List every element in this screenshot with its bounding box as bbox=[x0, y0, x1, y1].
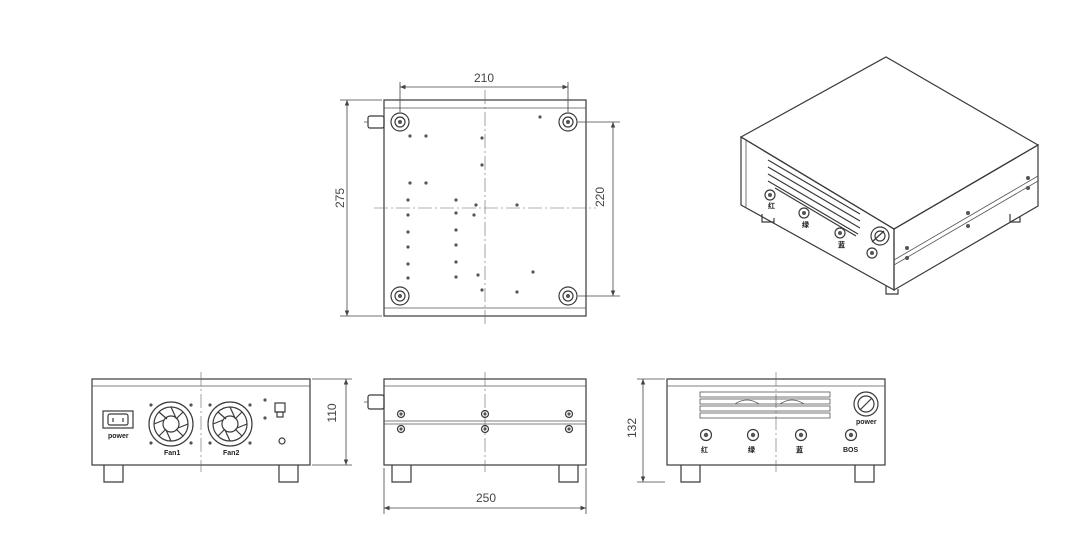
dim-label-132: 132 bbox=[625, 418, 639, 438]
rear-port-1: 红 bbox=[699, 428, 713, 454]
dim-front-height: 110 bbox=[312, 378, 352, 466]
top-view-screw-holes bbox=[406, 115, 542, 294]
rear-port-2: 绿 bbox=[746, 428, 760, 454]
rear-port-3: 蓝 bbox=[794, 428, 808, 454]
dim-top-inner: 220 bbox=[578, 121, 620, 297]
rear-foot-right bbox=[854, 465, 875, 483]
dim-label-275: 275 bbox=[333, 188, 347, 208]
front-foot-right bbox=[278, 465, 299, 483]
iso-feet bbox=[761, 214, 1021, 295]
dim-top-width: 210 bbox=[399, 71, 569, 112]
svg-text:BOS: BOS bbox=[843, 447, 859, 454]
dim-top-depth: 275 bbox=[333, 99, 382, 317]
dim-rear-height: 132 bbox=[625, 378, 665, 483]
rear-port-4: BOS bbox=[843, 428, 859, 454]
side-knob bbox=[364, 394, 385, 410]
fan1-label: Fan1 bbox=[164, 450, 180, 457]
front-power-label: power bbox=[108, 433, 129, 440]
dim-label-210: 210 bbox=[474, 71, 494, 85]
front-view: power Fan1 Fan2 bbox=[91, 372, 352, 483]
svg-text:红: 红 bbox=[701, 445, 708, 454]
side-foot-right bbox=[558, 465, 579, 483]
svg-text:蓝: 蓝 bbox=[838, 240, 845, 249]
isometric-view: 红 绿 蓝 bbox=[739, 56, 1040, 295]
iso-vent-slots bbox=[767, 159, 861, 237]
iso-right-face bbox=[893, 143, 1039, 292]
fan2-label: Fan2 bbox=[223, 450, 239, 457]
iso-port-2: 绿 bbox=[798, 207, 810, 229]
rear-foot-left bbox=[680, 465, 701, 483]
foot-top-left bbox=[390, 112, 410, 132]
foot-top-right bbox=[558, 112, 578, 132]
foot-bottom-left bbox=[390, 286, 410, 306]
dim-side-width: 250 bbox=[383, 468, 587, 514]
fan2: Fan2 bbox=[207, 401, 253, 457]
svg-text:红: 红 bbox=[768, 201, 775, 210]
svg-text:蓝: 蓝 bbox=[796, 445, 803, 454]
iso-power-knob bbox=[866, 226, 890, 259]
svg-text:绿: 绿 bbox=[802, 220, 810, 229]
iso-port-1: 红 bbox=[764, 189, 776, 210]
rear-power-label: power bbox=[856, 419, 877, 426]
iso-top-face bbox=[739, 56, 1040, 230]
rear-view: power 红 绿 蓝 BOS 132 bbox=[625, 372, 886, 483]
rear-vent-grille bbox=[699, 391, 831, 419]
rear-power-knob: power bbox=[853, 391, 879, 426]
dim-label-220: 220 bbox=[593, 187, 607, 207]
front-power-socket: power bbox=[102, 410, 134, 440]
side-screws bbox=[396, 409, 574, 434]
top-view: 210 275 220 bbox=[333, 71, 620, 326]
svg-text:绿: 绿 bbox=[748, 445, 756, 454]
side-view: 250 bbox=[364, 372, 587, 514]
front-foot-left bbox=[103, 465, 124, 483]
front-switch bbox=[263, 398, 286, 445]
dim-label-250: 250 bbox=[476, 491, 496, 505]
side-foot-left bbox=[391, 465, 412, 483]
dim-label-110: 110 bbox=[325, 403, 339, 422]
foot-bottom-right bbox=[558, 286, 578, 306]
iso-port-3: 蓝 bbox=[834, 227, 846, 249]
power-switch-knob bbox=[364, 115, 385, 129]
fan1: Fan1 bbox=[148, 401, 194, 457]
